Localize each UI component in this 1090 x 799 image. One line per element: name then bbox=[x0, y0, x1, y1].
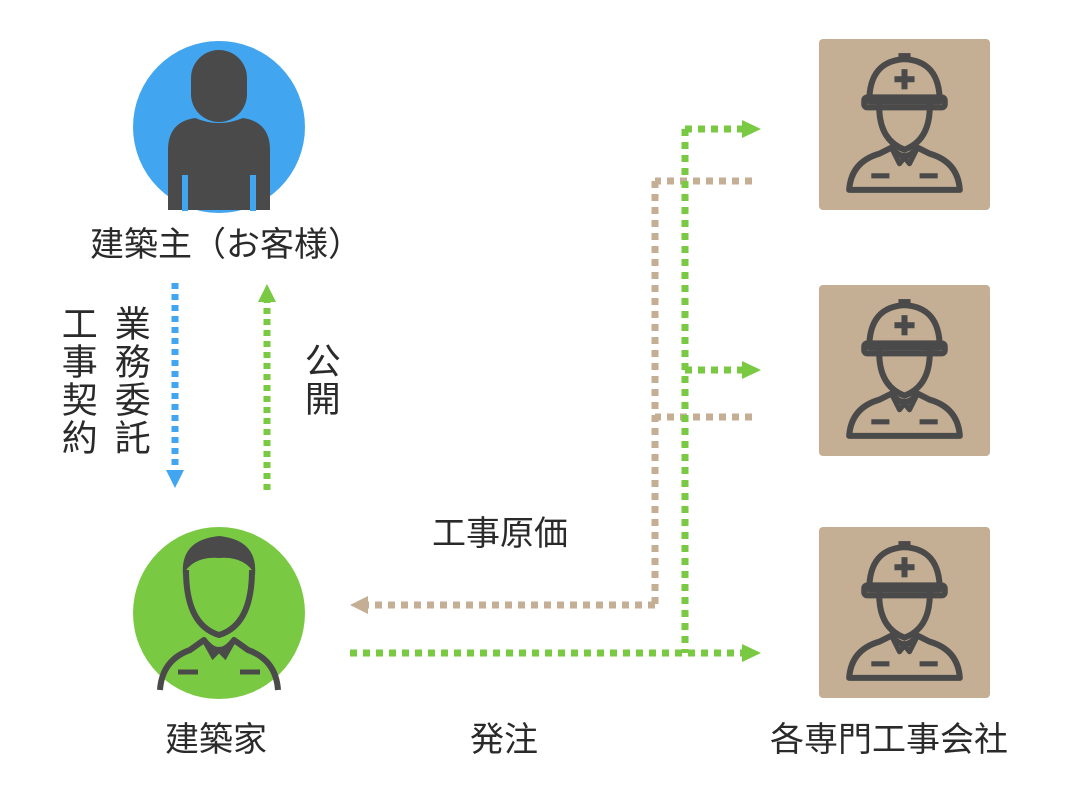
contract-arrow bbox=[166, 283, 184, 488]
person-icon bbox=[168, 50, 270, 211]
cost-label: 工事原価 bbox=[432, 514, 568, 554]
architect-icon bbox=[157, 536, 281, 691]
cost-lines bbox=[368, 177, 752, 609]
order-arrowhead-1 bbox=[742, 120, 761, 138]
order-arrowhead-3 bbox=[742, 644, 761, 662]
worker-box-2 bbox=[819, 285, 990, 456]
order-lines bbox=[350, 125, 742, 657]
cost-arrowhead bbox=[350, 596, 368, 614]
order-label: 発注 bbox=[470, 720, 538, 760]
worker-box-1 bbox=[819, 39, 990, 210]
client-node bbox=[133, 41, 305, 213]
order-arrowhead-2 bbox=[742, 361, 761, 379]
contract-label-1: 業務委託 bbox=[108, 305, 150, 457]
worker-box-3 bbox=[819, 527, 990, 698]
architect-label: 建築家 bbox=[165, 720, 267, 760]
contract-label-2: 工事契約 bbox=[55, 305, 97, 457]
publish-label: 公開 bbox=[298, 342, 340, 418]
client-label: 建築主（お客様） bbox=[90, 225, 362, 265]
contractors-label: 各専門工事会社 bbox=[770, 720, 1008, 760]
publish-arrow bbox=[258, 284, 276, 490]
architect-node bbox=[133, 527, 305, 699]
